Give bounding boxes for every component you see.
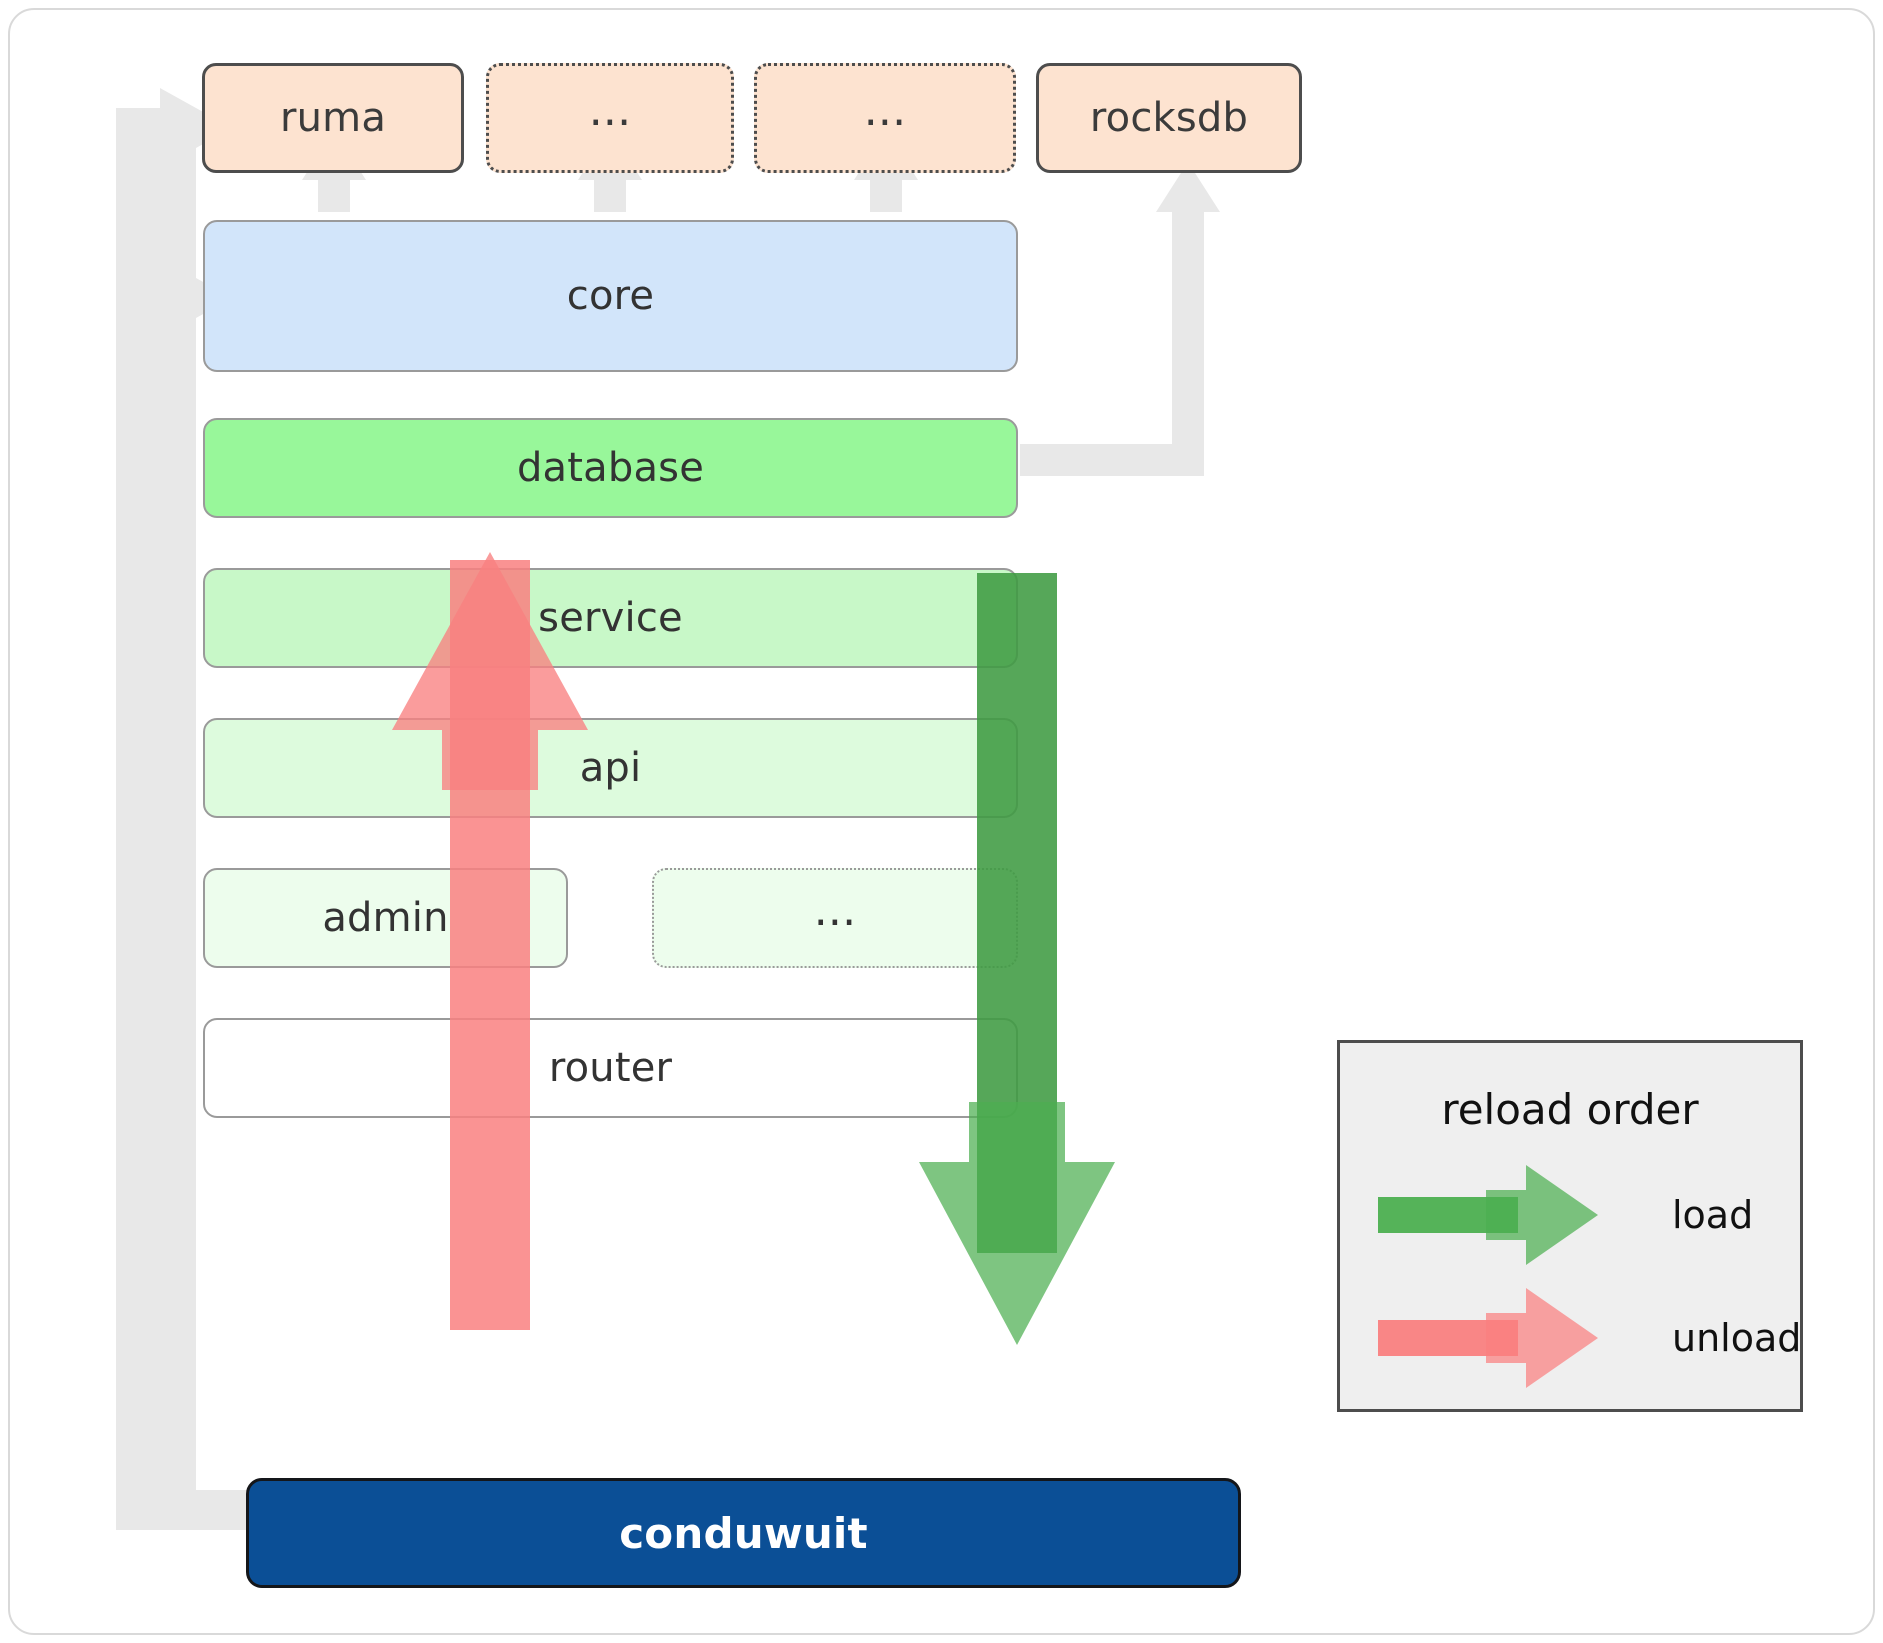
module-label-ruma: ruma xyxy=(279,95,387,141)
layer-label-service: service xyxy=(538,595,683,641)
layer-box-service[interactable]: service xyxy=(203,568,1018,668)
legend-label-unload: unload xyxy=(1672,1316,1802,1360)
layer-box-router[interactable]: router xyxy=(203,1018,1018,1118)
legend-unload-head xyxy=(1486,1288,1598,1388)
legend-label-load: load xyxy=(1672,1193,1754,1237)
connector-arrow-database-to-rocksdb xyxy=(1020,162,1220,476)
layer-label-database: database xyxy=(516,445,705,491)
legend-load-arrow xyxy=(1378,1165,1598,1265)
connector-arrow-to-core xyxy=(116,258,232,338)
layer-box-core[interactable]: core xyxy=(203,220,1018,372)
layer-box-database[interactable]: database xyxy=(203,418,1018,518)
legend-panel: reload order load unload xyxy=(1337,1040,1803,1412)
connector-left-trunk xyxy=(116,140,196,1530)
layer-label-api: api xyxy=(579,745,642,791)
connector-bottom-elbow xyxy=(116,1490,250,1530)
layer-label-admin: admin xyxy=(322,895,449,941)
flow-arrow-unload xyxy=(392,552,588,1330)
load-arrow-head xyxy=(919,1102,1115,1345)
layer-label-core: core xyxy=(566,273,655,319)
module-label-rocksdb: rocksdb xyxy=(1089,95,1249,141)
legend-load-head xyxy=(1486,1165,1598,1265)
legend-unload-arrow xyxy=(1378,1288,1598,1388)
module-box-ruma[interactable]: ruma xyxy=(202,63,464,173)
root-box-conduwuit[interactable]: conduwuit xyxy=(246,1478,1241,1588)
module-box-placeholder-1[interactable]: ... xyxy=(486,63,734,173)
connector-arrow-to-ruma xyxy=(116,88,232,168)
unload-arrow-head xyxy=(392,552,588,790)
layer-box-api[interactable]: api xyxy=(203,718,1018,818)
module-box-placeholder-2[interactable]: ... xyxy=(754,63,1016,173)
layer-label-router: router xyxy=(548,1045,673,1091)
root-label-conduwuit: conduwuit xyxy=(619,1508,868,1558)
module-box-rocksdb[interactable]: rocksdb xyxy=(1036,63,1302,173)
legend-title: reload order xyxy=(1441,1085,1699,1134)
flow-arrow-load xyxy=(919,573,1115,1345)
